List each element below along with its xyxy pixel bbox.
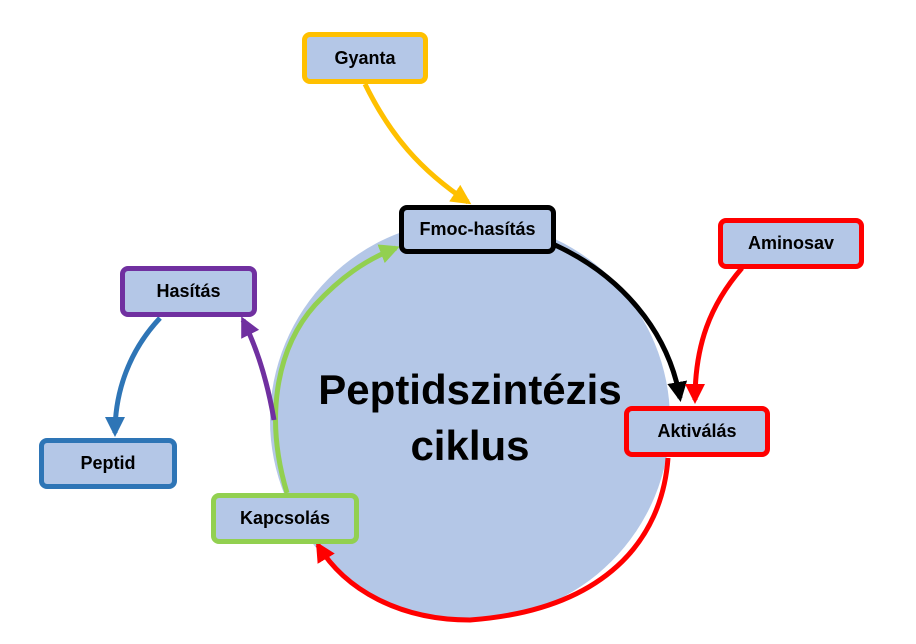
arrow-hasitas-to-peptid bbox=[105, 316, 162, 437]
node-aminosav: Aminosav bbox=[718, 218, 864, 269]
arrow-gyanta-to-fmoc bbox=[362, 82, 472, 205]
node-fmoc-hasitas-label: Fmoc-hasítás bbox=[419, 219, 536, 239]
cycle-circle bbox=[270, 220, 670, 620]
arrow-aminosav-to-aktivalas bbox=[685, 266, 744, 404]
cycle-title-line-2: ciklus bbox=[410, 422, 530, 469]
node-kapcsolas-label: Kapcsolás bbox=[239, 508, 331, 528]
node-aktivalas-label: Aktiválás bbox=[657, 421, 737, 441]
arrow-aktivalas-to-kapcsolas bbox=[315, 457, 671, 623]
node-gyanta: Gyanta bbox=[302, 32, 428, 84]
node-peptid-label: Peptid bbox=[80, 453, 136, 473]
node-gyanta-label: Gyanta bbox=[334, 47, 396, 68]
node-peptid: Peptid bbox=[39, 438, 177, 489]
cycle-title: Peptidszintézis ciklus bbox=[280, 362, 660, 474]
arrow-fmoc-to-aktivalas bbox=[553, 242, 688, 402]
node-aktivalas: Aktiválás bbox=[624, 406, 770, 457]
cycle-title-line-1: Peptidszintézis bbox=[318, 366, 622, 413]
node-kapcsolas: Kapcsolás bbox=[211, 493, 359, 544]
arrow-kapcsolas-to-hasitas bbox=[240, 316, 277, 421]
node-fmoc-hasitas: Fmoc-hasítás bbox=[399, 205, 556, 254]
node-aminosav-label: Aminosav bbox=[747, 233, 835, 253]
node-hasitas: Hasítás bbox=[120, 266, 257, 317]
arrow-kapcsolas-to-fmoc bbox=[273, 244, 400, 494]
node-hasitas-label: Hasítás bbox=[156, 281, 221, 301]
